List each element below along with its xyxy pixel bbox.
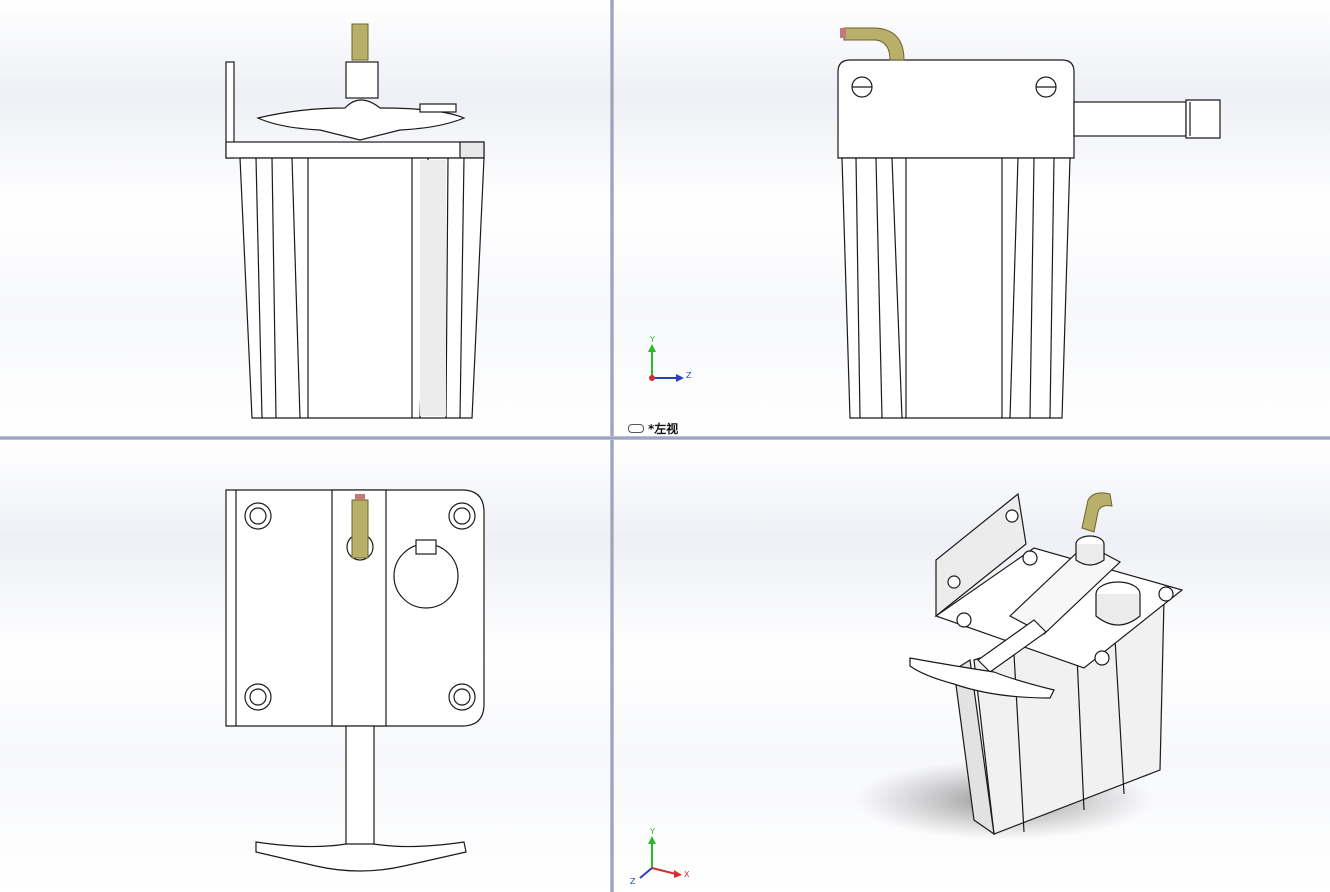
- viewport-front[interactable]: [0, 0, 610, 436]
- isometric-view-model: Y X Z: [630, 492, 1184, 886]
- viewport-isometric[interactable]: Y X Z: [614, 440, 1330, 892]
- top-view-model: [225, 489, 485, 872]
- iso-locking-pin: [1081, 492, 1113, 533]
- viewport-left[interactable]: Y Z *左视: [614, 0, 1330, 436]
- view-glasses-icon: [628, 424, 644, 433]
- left-locking-pin: [843, 27, 905, 61]
- left-mounting-bracket: [837, 59, 1075, 159]
- viewport-top[interactable]: [0, 440, 610, 892]
- axis-y-label: Y: [649, 335, 655, 344]
- left-motor-body: [841, 157, 1071, 419]
- left-handle-end: [1185, 99, 1221, 139]
- iso-axis-x-label: X: [684, 870, 690, 879]
- left-pin-tip: [840, 28, 846, 38]
- left-handle-rod: [1073, 101, 1187, 137]
- top-t-handle: [255, 841, 467, 872]
- iso-axis-y-label: Y: [649, 827, 655, 836]
- view-orientation-label: *左视: [628, 420, 678, 436]
- iso-axis-triad: Y X Z: [630, 827, 690, 886]
- iso-t-handle: [909, 657, 1055, 699]
- iso-axis-z-label: Z: [630, 877, 636, 886]
- left-view-model: Y Z: [648, 27, 1221, 419]
- front-locking-pin: [351, 23, 369, 61]
- top-locking-pin: [351, 499, 369, 559]
- front-cylinder: [345, 61, 379, 99]
- viewport-splitter-horizontal[interactable]: [0, 436, 1330, 440]
- front-view-model: [225, 23, 485, 419]
- iso-handle-rod: [977, 619, 1047, 673]
- left-axis-triad: Y Z: [648, 335, 692, 382]
- front-mounting-plate: [225, 141, 485, 159]
- top-handle-stem: [345, 725, 375, 849]
- viewport-splitter-vertical[interactable]: [610, 0, 614, 892]
- axis-z-label: Z: [686, 371, 692, 380]
